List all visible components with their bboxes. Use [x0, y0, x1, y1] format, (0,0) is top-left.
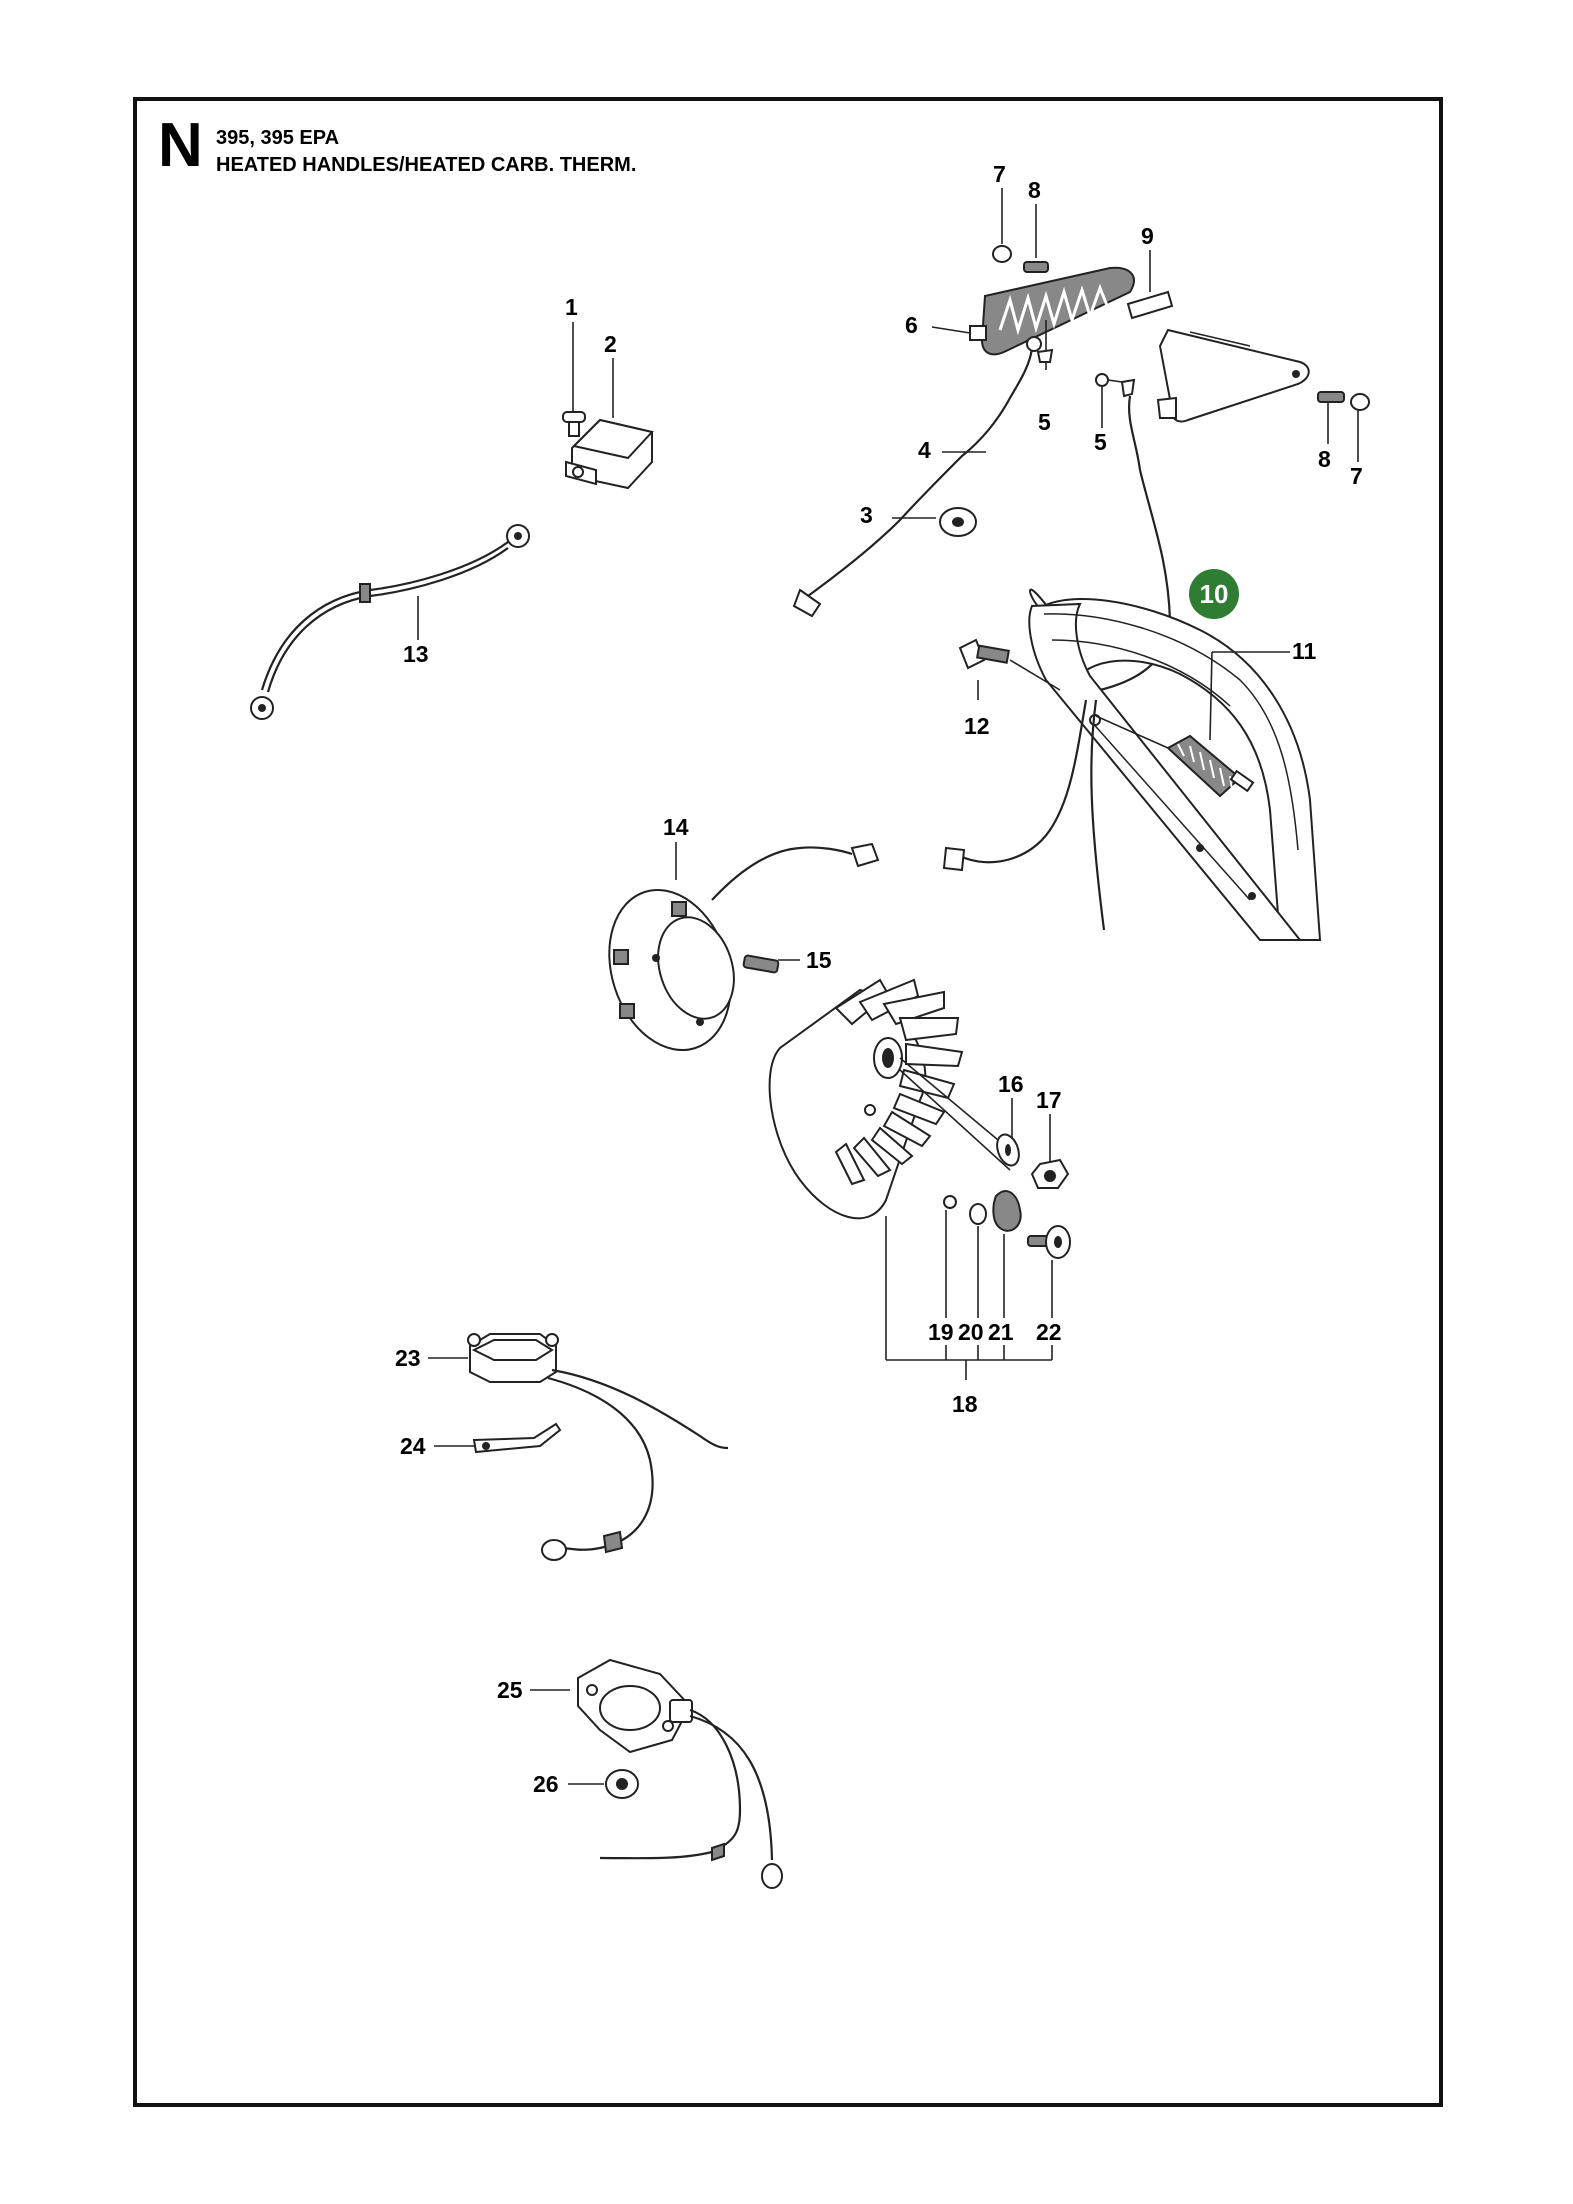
label-7-right: 7	[1350, 463, 1363, 489]
part-12-screw	[958, 638, 1061, 700]
part-10-wire	[942, 699, 1106, 931]
part-1-screw	[562, 322, 586, 437]
part-2-sensor-block	[565, 358, 654, 490]
label-5-top: 5	[1038, 409, 1051, 435]
label-21: 21	[988, 1319, 1014, 1345]
diagram-frame	[133, 97, 1443, 2107]
part-8-screw-top	[1023, 204, 1049, 273]
label-26: 26	[533, 1771, 559, 1797]
highlight-badge	[1189, 569, 1239, 619]
part-5-clip-right	[1095, 373, 1172, 692]
label-1: 1	[565, 294, 578, 320]
label-25: 25	[497, 1677, 523, 1703]
part-24-bracket	[434, 1422, 562, 1454]
label-12: 12	[964, 713, 990, 739]
part-5-clip-top	[1036, 320, 1054, 370]
part-26-nut	[568, 1769, 639, 1799]
part-10-handle	[1028, 588, 1322, 941]
part-11-spring	[1095, 651, 1290, 798]
label-23: 23	[395, 1345, 421, 1371]
part-18-flywheel	[768, 978, 1011, 1220]
label-20: 20	[958, 1319, 984, 1345]
part-6-heating-element	[931, 266, 1135, 356]
label-18: 18	[952, 1391, 978, 1417]
part-18-bracket	[885, 1216, 1053, 1380]
part-13-wire-lead	[250, 524, 530, 720]
section-letter: N	[158, 111, 203, 180]
part-8-screw-right	[1317, 391, 1345, 444]
part-3-grommet	[792, 507, 977, 618]
part-21-pawl	[992, 1190, 1022, 1318]
diagram-title: HEATED HANDLES/HEATED CARB. THERM.	[216, 154, 637, 176]
part-22-bolt	[1027, 1225, 1071, 1318]
label-2: 2	[604, 331, 617, 357]
label-16: 16	[998, 1071, 1024, 1097]
label-8-right: 8	[1318, 446, 1331, 472]
part-25-carb-thermostat	[530, 1658, 783, 1889]
label-7-top: 7	[993, 161, 1006, 187]
part-23-switch	[428, 1333, 729, 1561]
label-3: 3	[860, 502, 873, 528]
part-20-washer	[969, 1203, 987, 1318]
label-14: 14	[663, 814, 689, 840]
label-5-right: 5	[1094, 429, 1107, 455]
part-19-washer	[943, 1195, 957, 1318]
label-4: 4	[918, 437, 931, 463]
label-24: 24	[400, 1433, 426, 1459]
label-10: 10	[1200, 579, 1229, 609]
label-6: 6	[905, 312, 918, 338]
label-9: 9	[1141, 223, 1154, 249]
part-4-wire	[807, 336, 1042, 597]
part-7-cap-right	[1350, 393, 1370, 462]
part-17-nut	[1030, 1114, 1070, 1189]
part-16-washer	[996, 1098, 1020, 1167]
label-17: 17	[1036, 1087, 1062, 1113]
part-14-coil	[608, 842, 880, 1052]
part-plate-right	[1156, 328, 1310, 423]
model-list: 395, 395 EPA	[216, 127, 340, 149]
label-13: 13	[403, 641, 429, 667]
label-10-highlighted: 10	[1189, 569, 1239, 619]
label-19: 19	[928, 1319, 954, 1345]
part-15-screw	[742, 954, 800, 974]
callout-labels: 1 2 3 4 5 5 6 7 7 8 8 9 10 11 12 13 14 1…	[395, 161, 1363, 1797]
part-7-cap-top	[992, 188, 1012, 263]
label-22: 22	[1036, 1319, 1062, 1345]
label-15: 15	[806, 947, 832, 973]
label-11: 11	[1292, 638, 1317, 664]
part-9-pin	[1126, 250, 1174, 320]
label-8-top: 8	[1028, 177, 1041, 203]
